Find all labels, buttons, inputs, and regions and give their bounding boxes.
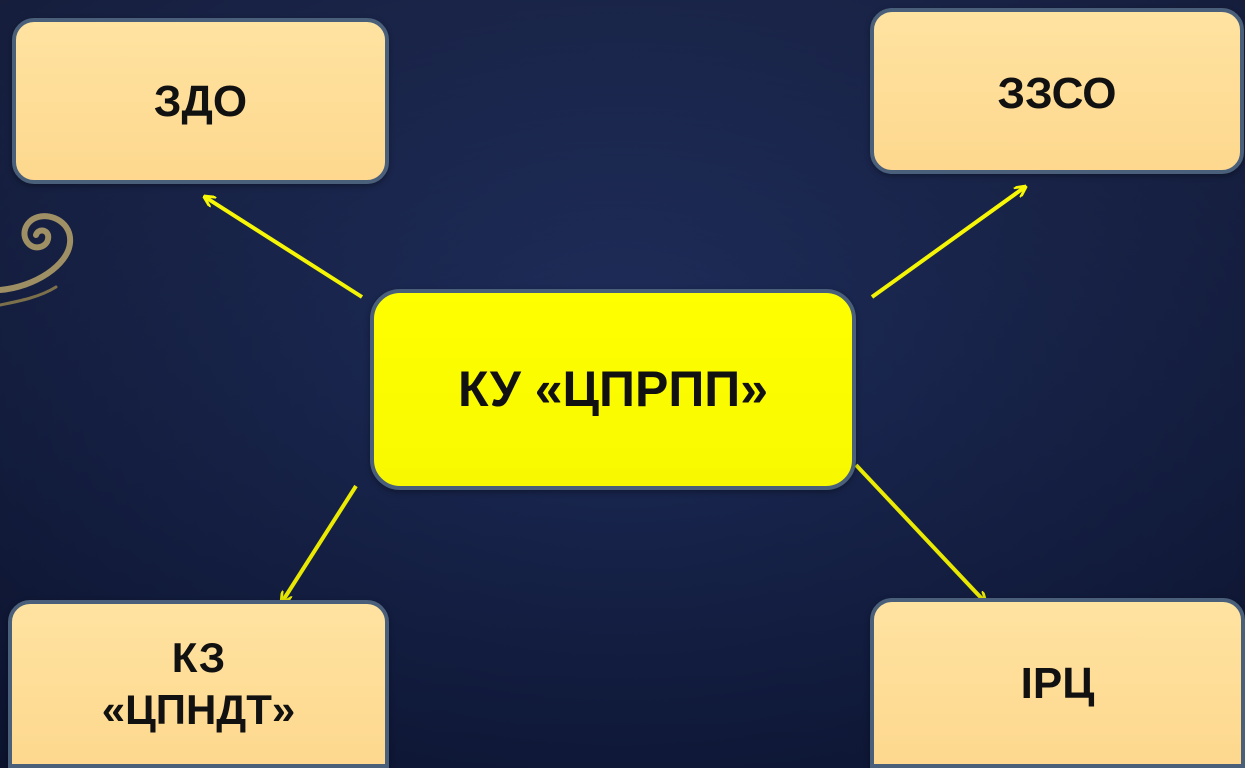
- arrow-to-zdo: [205, 197, 364, 299]
- node-label-line2: «ЦПНДТ»: [101, 686, 296, 733]
- center-node: КУ «ЦПРПП»: [370, 289, 856, 490]
- node-label-text: КЗ «ЦПНДТ»: [102, 632, 296, 737]
- node-label: ІРЦ: [1020, 658, 1095, 708]
- node-zzso: ЗЗСО: [870, 8, 1244, 174]
- center-node-label: КУ «ЦПРПП»: [457, 361, 769, 418]
- arrow-to-irc: [854, 463, 985, 602]
- node-irc: ІРЦ: [870, 598, 1245, 768]
- node-zdo: ЗДО: [12, 18, 389, 184]
- node-label: ЗЗСО: [997, 69, 1117, 118]
- arrow-to-zzso: [870, 187, 1025, 299]
- arrow-to-kz: [282, 484, 358, 602]
- node-label: ЗДО: [153, 76, 248, 126]
- swirl-ornament-icon: [0, 213, 74, 307]
- node-kz-tspndt: КЗ «ЦПНДТ»: [8, 600, 389, 768]
- node-label-line1: КЗ: [171, 633, 226, 681]
